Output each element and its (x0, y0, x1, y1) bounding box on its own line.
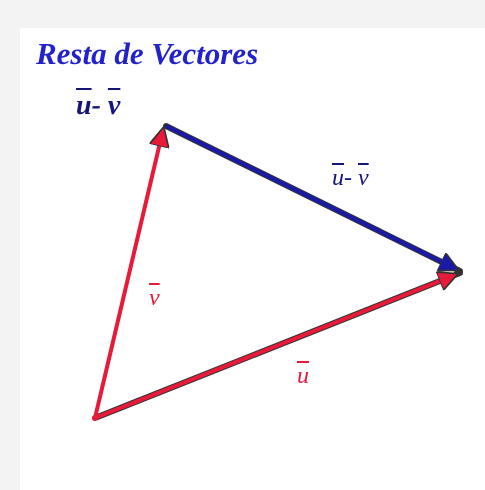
vector-u (94, 275, 455, 420)
formula-v: v (107, 90, 121, 121)
diff-label-v: v (358, 165, 369, 191)
difference-vector (165, 124, 456, 269)
formula-u: u (76, 90, 92, 121)
difference-vector-label: u- v (332, 166, 369, 190)
diff-label-u: u (332, 165, 344, 191)
vector-v-label: v (149, 285, 160, 311)
formula-minus: - (91, 90, 101, 121)
origin-point (92, 415, 98, 421)
difference-formula: u- v (76, 92, 120, 120)
vector-v (93, 130, 163, 419)
page-title: Resta de Vectores (36, 36, 259, 71)
diff-label-minus: - (344, 165, 352, 191)
vector-u-label: u (297, 363, 309, 389)
